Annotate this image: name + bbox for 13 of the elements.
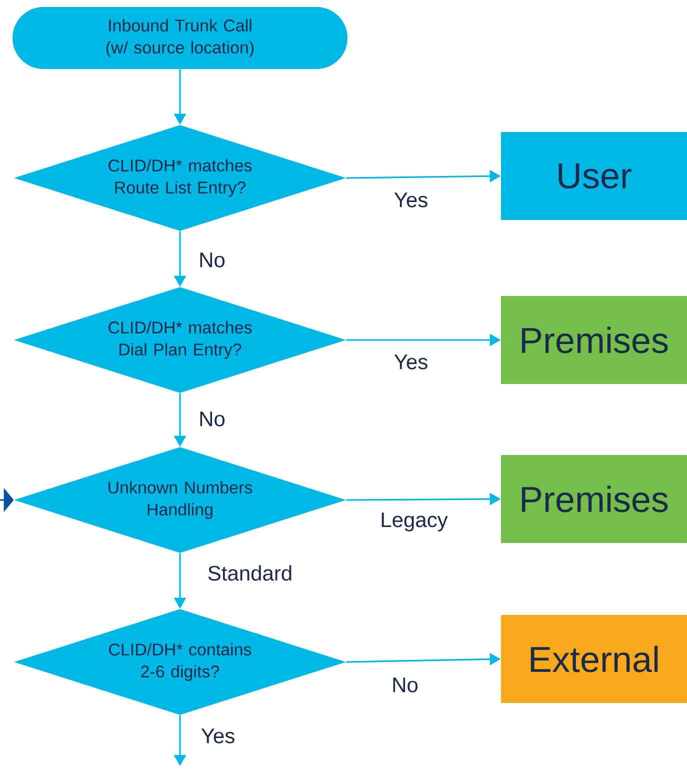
edge-label: No bbox=[198, 252, 226, 268]
result-box: Premises bbox=[501, 455, 687, 543]
result-box: User bbox=[501, 132, 687, 220]
edge-label: No bbox=[198, 410, 226, 428]
edge-label: Yes bbox=[392, 354, 430, 370]
result-box: Premises bbox=[501, 296, 687, 384]
edge-label: No bbox=[390, 676, 420, 694]
edge-label: Yes bbox=[200, 728, 236, 744]
edge-label: Legacy bbox=[379, 512, 449, 532]
result-box: External bbox=[501, 615, 687, 703]
start-terminal: Inbound Trunk Call (w/ source location) bbox=[12, 7, 348, 69]
edge-label: Standard bbox=[206, 564, 294, 582]
edge-label: Yes bbox=[392, 192, 430, 208]
